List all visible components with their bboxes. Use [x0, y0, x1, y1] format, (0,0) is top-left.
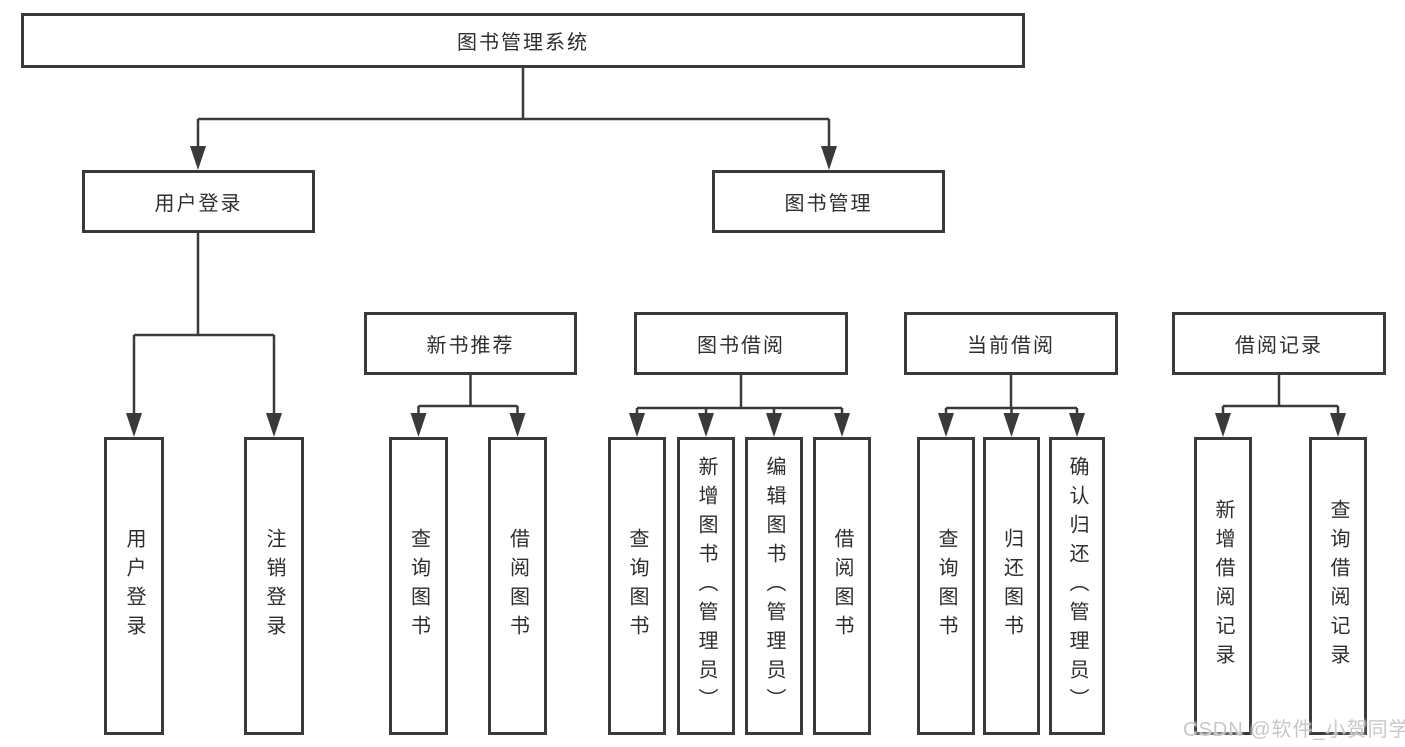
leaf-return-book: 归还图书 [983, 437, 1040, 735]
leaf-label: 借阅图书 [506, 528, 529, 644]
node-library-management-system: 图书管理系统 [21, 13, 1025, 68]
node-new-book-recommend: 新书推荐 [364, 312, 577, 375]
node-label: 图书管理系统 [457, 32, 589, 54]
leaf-label: 查询图书 [626, 528, 648, 644]
node-label: 图书借阅 [697, 335, 785, 357]
node-book-management: 图书管理 [712, 170, 945, 233]
leaf-query-book-recommend: 查询图书 [389, 437, 448, 735]
leaf-add-book-admin: 新增图书（管理员） [677, 437, 735, 735]
leaf-add-borrow-record: 新增借阅记录 [1194, 437, 1252, 735]
leaf-label: 查询图书 [407, 528, 430, 644]
node-book-borrowing: 图书借阅 [634, 312, 848, 375]
node-borrowing-records: 借阅记录 [1172, 312, 1386, 375]
leaf-label: 归还图书 [1000, 528, 1023, 644]
node-current-borrowing: 当前借阅 [904, 312, 1118, 375]
leaf-label: 用户登录 [123, 528, 145, 644]
leaf-label: 查询图书 [935, 528, 957, 644]
leaf-label: 新增借阅记录 [1212, 499, 1234, 673]
leaf-label: 编辑图书（管理员） [763, 455, 785, 717]
leaf-user-login: 用户登录 [104, 437, 164, 735]
leaf-label: 注销登录 [263, 528, 285, 644]
leaf-label: 新增图书（管理员） [695, 455, 717, 717]
leaf-label: 借阅图书 [831, 528, 853, 644]
node-user-login: 用户登录 [82, 170, 315, 233]
node-label: 用户登录 [154, 193, 243, 215]
leaf-label: 查询借阅记录 [1327, 499, 1349, 673]
node-label: 当前借阅 [967, 335, 1055, 357]
leaf-query-book-borrowing: 查询图书 [608, 437, 666, 735]
node-label: 图书管理 [784, 193, 873, 215]
node-label: 新书推荐 [426, 335, 515, 357]
watermark: CSDN @软件_小贺同学 [1183, 719, 1405, 741]
leaf-logout: 注销登录 [244, 437, 304, 735]
leaf-query-borrow-record: 查询借阅记录 [1309, 437, 1367, 735]
leaf-query-book-current: 查询图书 [917, 437, 975, 735]
node-label: 借阅记录 [1235, 335, 1323, 357]
leaf-label: 确认归还（管理员） [1066, 455, 1088, 717]
leaf-edit-book-admin: 编辑图书（管理员） [745, 437, 803, 735]
leaf-borrow-book: 借阅图书 [813, 437, 871, 735]
leaf-confirm-return-admin: 确认归还（管理员） [1049, 437, 1105, 735]
leaf-borrow-book-recommend: 借阅图书 [488, 437, 547, 735]
